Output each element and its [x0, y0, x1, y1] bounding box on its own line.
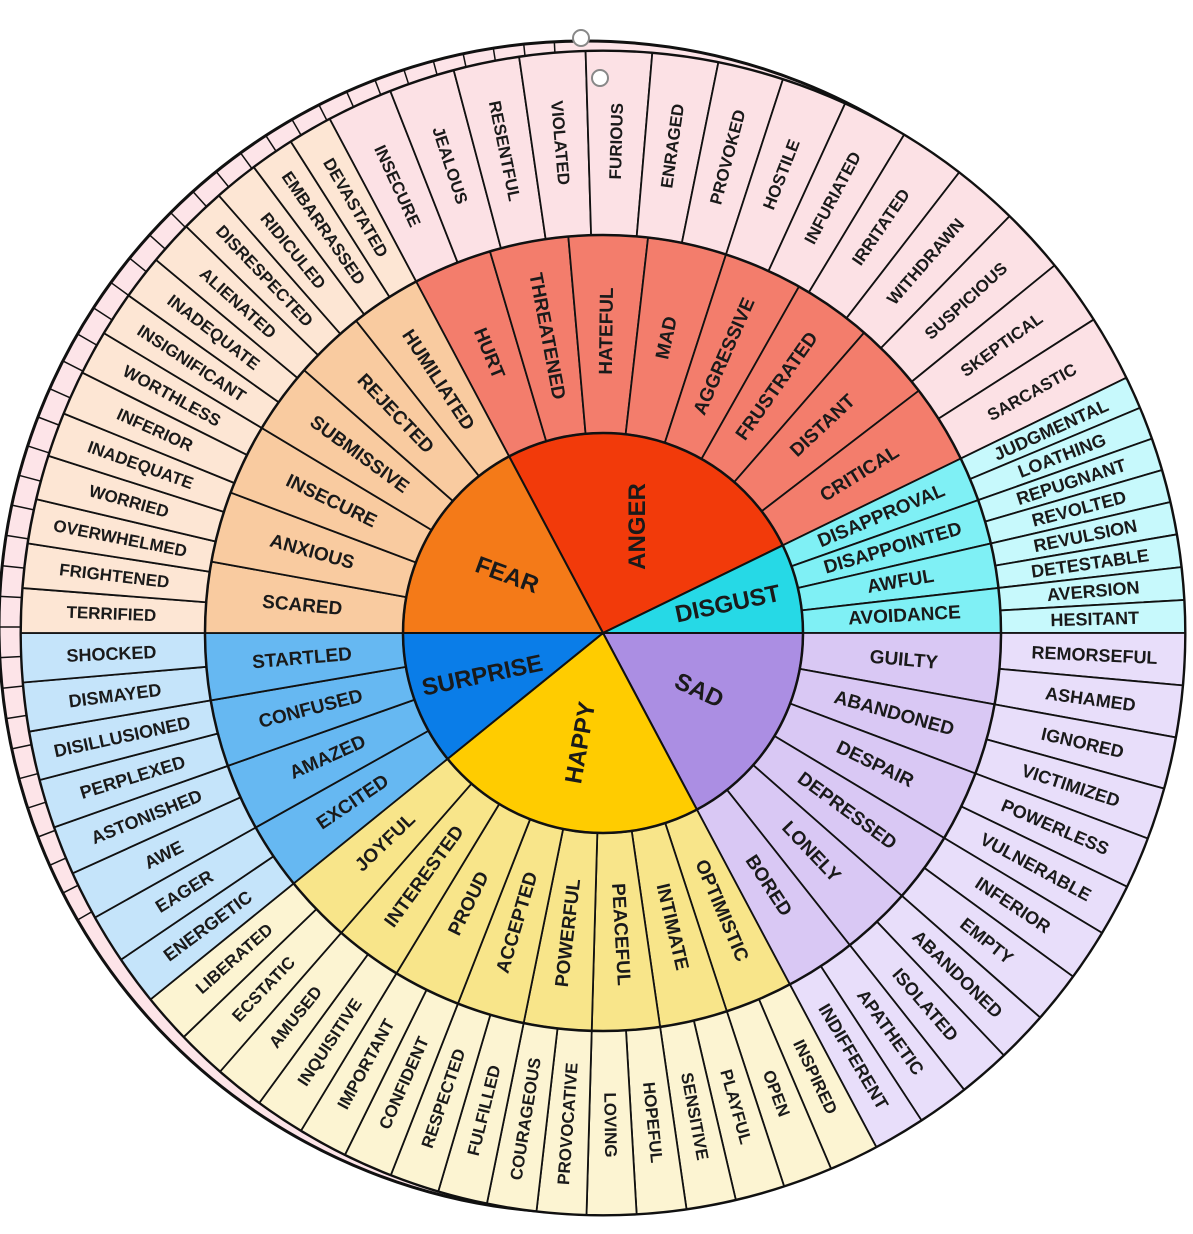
outer-emotion-label: SHOCKED: [66, 642, 157, 666]
mid-outline: [203, 233, 1003, 1033]
hanger-layer: [572, 29, 609, 87]
outer-emotion-label: LOVING: [600, 1092, 620, 1157]
core-outline: [401, 431, 805, 835]
outer-emotion-label: TERRIFIED: [66, 603, 156, 625]
outer-emotion-label: FURIOUS: [606, 103, 627, 180]
hanger-hole: [591, 69, 609, 87]
mid-emotion-label: HATEFUL: [596, 287, 618, 375]
outer-emotion-label: HESITANT: [1050, 608, 1139, 631]
core-emotion-label: ANGER: [624, 483, 651, 570]
hanger-hole: [572, 29, 590, 47]
